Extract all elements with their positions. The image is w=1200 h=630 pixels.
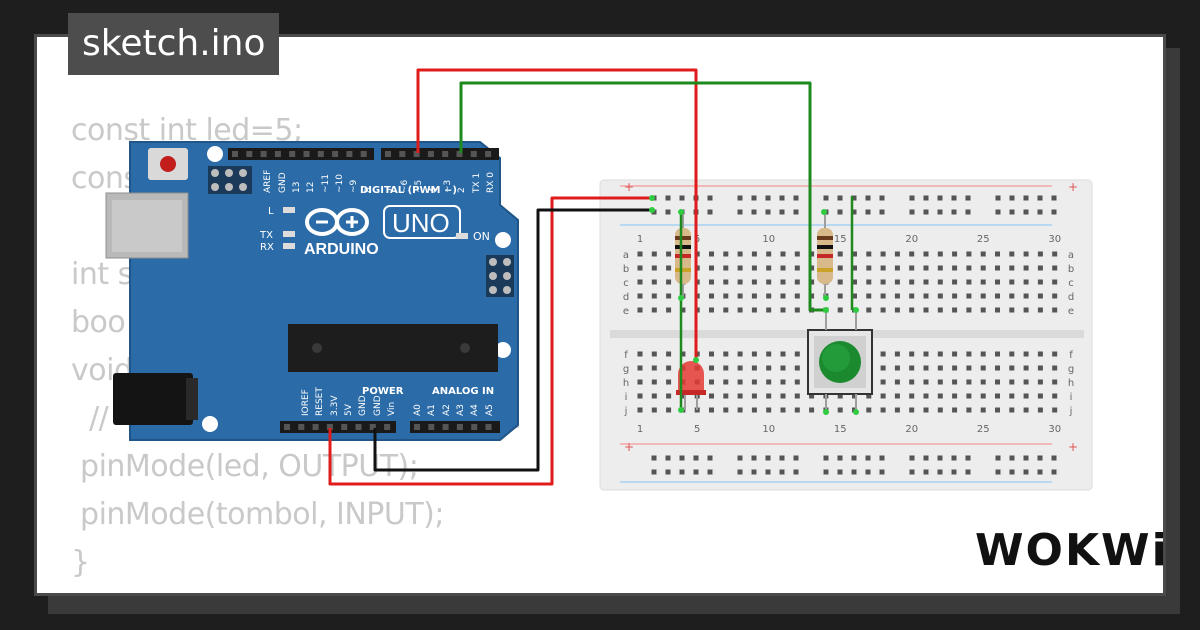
rail-plus-top-left: + [624, 180, 634, 194]
top-pin-label: ~3 [443, 180, 453, 193]
breadboard-column-number: 15 [834, 234, 847, 245]
top-pin-label: 12 [306, 182, 316, 193]
resistor-led[interactable] [675, 214, 691, 298]
wire-red-pin5-led[interactable] [416, 68, 698, 360]
breadboard-row-letter: b [1068, 264, 1074, 275]
wire-red-5v-rail[interactable] [328, 196, 652, 486]
top-pin-label: 2 [457, 187, 467, 193]
breadboard-column-number: 1 [637, 424, 643, 435]
arduino-uno-board: ARDUINO UNO DIGITAL (PWM ~) POWER ANALOG… [105, 141, 519, 441]
tx-led-label: TX [259, 230, 273, 241]
breadboard-row-letter: j [624, 406, 628, 417]
breadboard-row-letter: a [1068, 250, 1074, 261]
breadboard-row-letter: e [1068, 306, 1074, 317]
top-pin-label: 4 [429, 187, 439, 193]
top-pin-label: 13 [292, 182, 302, 193]
bottom-pin-label: A1 [427, 404, 437, 416]
wokwi-logo: WOKWi [975, 525, 1169, 576]
arduino-logo-text: ARDUINO [304, 241, 379, 258]
power-jack [113, 373, 193, 425]
breadboard-column-number: 20 [905, 424, 918, 435]
top-pin-label: TX 1 [472, 173, 482, 194]
bottom-pin-label: A5 [485, 404, 495, 416]
breadboard-column-number: 10 [762, 234, 775, 245]
breadboard-column-number: 25 [977, 234, 990, 245]
power-header-label: POWER [362, 386, 404, 397]
analog-header-label: ANALOG IN [432, 386, 494, 397]
push-button[interactable] [807, 310, 873, 412]
breadboard-row-letter: g [1068, 364, 1074, 375]
breadboard-row-letter: h [1068, 378, 1074, 389]
board-model-label: UNO [392, 208, 450, 238]
sketch-title: sketch.ino [68, 13, 280, 75]
breadboard-row-letter: d [1068, 292, 1074, 303]
bottom-pin-label: IOREF [301, 389, 311, 416]
bottom-pin-label: A2 [442, 404, 452, 416]
top-pin-label: ~11 [321, 174, 331, 193]
arduino-logo [305, 208, 369, 236]
top-pin-label: ~9 [349, 179, 359, 193]
code-line: pinMode(led, OUTPUT); [71, 449, 419, 484]
bottom-pin-label: 5V [344, 403, 354, 416]
l-led-label: L [268, 206, 274, 217]
breadboard-row-letter: e [623, 306, 629, 317]
breadboard-row-letter: b [623, 264, 629, 275]
breadboard-row-letter: i [625, 392, 628, 403]
bottom-pin-label: GND [373, 395, 383, 416]
top-pin-label: ~10 [335, 174, 345, 193]
breadboard-column-number: 30 [1048, 234, 1061, 245]
on-led-label: ON [473, 230, 490, 243]
bottom-pin-label: 3.3V [330, 395, 340, 416]
breadboard-column-number: 15 [834, 424, 847, 435]
red-led[interactable] [676, 361, 706, 410]
bottom-pin-label: A0 [413, 404, 423, 416]
breadboard-row-letter: f [624, 350, 628, 361]
breadboard-column-number: 1 [637, 234, 643, 245]
breadboard-column-number: 10 [762, 424, 775, 435]
breadboard-row-letter: f [1069, 350, 1073, 361]
top-pin-label: 8 [364, 187, 374, 193]
breadboard-row-letter: d [623, 292, 629, 303]
bottom-pin-label: GND [358, 395, 368, 416]
rail-plus-bottom-right: + [1068, 440, 1078, 454]
breadboard-column-number: 30 [1048, 424, 1061, 435]
breadboard-column-number: 25 [977, 424, 990, 435]
digital-header-label: DIGITAL (PWM ~) [360, 185, 457, 196]
breadboard-row-letter: g [623, 364, 629, 375]
top-pin-label: RX 0 [486, 172, 496, 193]
bottom-pin-label: Vin [387, 402, 397, 416]
top-pin-label: ~6 [400, 179, 410, 193]
breadboard-row-letter: i [1070, 392, 1073, 403]
bottom-pin-label: RESET [315, 387, 325, 416]
rail-plus-bottom-left: + [624, 440, 634, 454]
breadboard-row-letter: c [623, 278, 629, 289]
breadboard-column-number: 20 [905, 234, 918, 245]
bottom-pin-label: A3 [456, 404, 466, 416]
wires [328, 68, 859, 486]
breadboard-row-letter: a [623, 250, 629, 261]
resistor-button[interactable] [817, 214, 833, 298]
top-pin-label: AREF [263, 170, 273, 193]
breadboard-column-number: 5 [694, 424, 700, 435]
wire-green-pin2-button[interactable] [459, 81, 826, 312]
code-line: pinMode(tombol, INPUT); [71, 497, 444, 532]
top-pin-label: ~5 [414, 180, 424, 193]
wire-black-gnd-rail[interactable] [373, 208, 652, 472]
breadboard-row-letter: c [1068, 278, 1074, 289]
code-line: } [71, 545, 90, 580]
rx-led-label: RX [260, 242, 274, 253]
top-pin-label: 7 [386, 187, 396, 193]
breadboard-row-letter: h [623, 378, 629, 389]
top-pin-label: GND [278, 172, 288, 193]
rail-plus-top-right: + [1068, 180, 1078, 194]
breadboard-row-letter: j [1069, 406, 1073, 417]
code-line: boo [71, 305, 126, 340]
bottom-pin-label: A4 [470, 404, 480, 416]
